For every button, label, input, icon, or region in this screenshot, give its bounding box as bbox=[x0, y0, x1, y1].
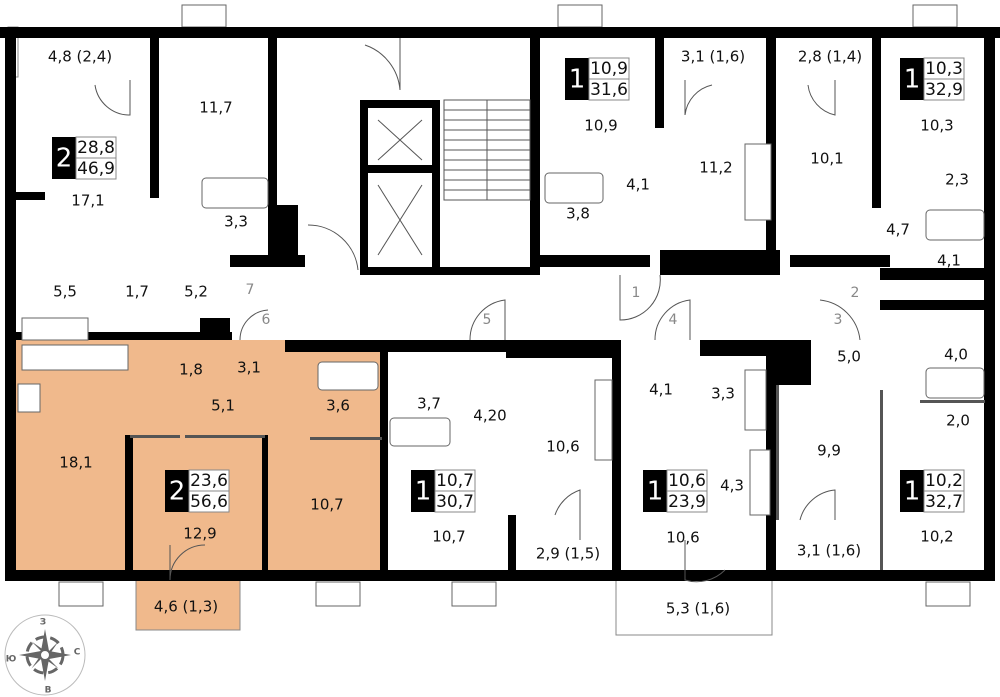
apartment-badge[interactable]: 1 10,3 32,9 bbox=[900, 57, 965, 101]
compass-icon: З С Ю В bbox=[4, 614, 86, 696]
apartment-badge[interactable]: 1 10,2 32,7 bbox=[900, 469, 965, 513]
apartment-badge[interactable]: 1 10,7 30,7 bbox=[411, 469, 476, 513]
room-area: 10,6 bbox=[666, 529, 699, 547]
room-area: 3,3 bbox=[711, 385, 735, 403]
room-area: 11,2 bbox=[699, 159, 732, 177]
door-number: 2 bbox=[851, 285, 860, 301]
apartment-rooms: 1 bbox=[569, 65, 586, 95]
room-area: 3,1 (1,6) bbox=[681, 48, 745, 66]
apartment-total-area: 23,9 bbox=[668, 492, 706, 512]
walls bbox=[0, 27, 1000, 581]
room-area: 3,3 bbox=[224, 213, 248, 231]
room-area: 1,8 bbox=[179, 361, 203, 379]
fixtures bbox=[17, 143, 985, 516]
apartment-badge[interactable]: 2 23,6 56,6 bbox=[165, 469, 230, 513]
apartment-living-area: 10,6 bbox=[668, 471, 706, 491]
apartment-living-area: 23,6 bbox=[190, 471, 228, 491]
room-area: 11,7 bbox=[199, 99, 232, 117]
apartment-total-area: 31,6 bbox=[590, 80, 628, 100]
apartment-rooms: 2 bbox=[169, 477, 186, 507]
apartment-total-area: 46,9 bbox=[77, 159, 115, 179]
room-area: 2,3 bbox=[945, 171, 969, 189]
stairs bbox=[377, 99, 531, 256]
room-area: 10,7 bbox=[432, 528, 465, 546]
apartment-living-area: 10,7 bbox=[436, 471, 474, 491]
room-areas: 4,8 (2,4) 11,7 17,1 3,3 5,5 1,7 5,2 18,1… bbox=[48, 48, 970, 618]
door-number: 6 bbox=[262, 312, 271, 328]
room-area: 10,9 bbox=[584, 117, 617, 135]
room-area: 3,1 bbox=[237, 359, 261, 377]
room-area: 5,2 bbox=[184, 283, 208, 301]
apartment-total-area: 30,7 bbox=[436, 492, 474, 512]
apartment-living-area: 10,3 bbox=[925, 59, 963, 79]
compass-east: В bbox=[45, 686, 52, 696]
door-number: 5 bbox=[483, 312, 492, 328]
door-number: 7 bbox=[246, 282, 255, 298]
room-area: 4,20 bbox=[473, 407, 506, 425]
apartment-living-area: 10,2 bbox=[925, 471, 963, 491]
door-number: 3 bbox=[834, 312, 843, 328]
door-numbers: 1 2 3 4 5 6 7 bbox=[246, 282, 860, 328]
room-area: 10,3 bbox=[920, 117, 953, 135]
room-area: 3,1 (1,6) bbox=[797, 542, 861, 560]
apartment-rooms: 1 bbox=[904, 65, 921, 95]
apartment-living-area: 10,9 bbox=[590, 59, 628, 79]
apartment-total-area: 32,9 bbox=[925, 80, 963, 100]
room-area: 4,0 bbox=[944, 346, 968, 364]
room-area: 5,1 bbox=[211, 397, 235, 415]
apartment-rooms: 2 bbox=[56, 144, 73, 174]
room-area: 17,1 bbox=[71, 192, 104, 210]
compass-west: З bbox=[40, 618, 46, 628]
room-area: 3,7 bbox=[417, 395, 441, 413]
room-area: 10,6 bbox=[546, 438, 579, 456]
door-number: 4 bbox=[669, 312, 678, 328]
compass-north: С bbox=[74, 648, 81, 658]
apartment-rooms: 1 bbox=[647, 477, 664, 507]
door-number: 1 bbox=[632, 285, 641, 301]
room-area: 2,9 (1,5) bbox=[536, 545, 600, 563]
room-area: 4,8 (2,4) bbox=[48, 48, 112, 66]
compass-south: Ю bbox=[6, 655, 17, 665]
room-area: 10,1 bbox=[810, 150, 843, 168]
room-area: 4,1 bbox=[937, 252, 961, 270]
apartment-rooms: 1 bbox=[904, 477, 921, 507]
doors bbox=[94, 38, 861, 583]
apartment-living-area: 28,8 bbox=[77, 138, 115, 158]
apartment-total-area: 56,6 bbox=[190, 492, 228, 512]
windows bbox=[7, 4, 971, 636]
room-area: 2,0 bbox=[946, 412, 970, 430]
room-area: 3,8 bbox=[566, 205, 590, 223]
room-area: 12,9 bbox=[183, 525, 216, 543]
apartment-rooms: 1 bbox=[415, 477, 432, 507]
room-area: 5,3 (1,6) bbox=[666, 600, 730, 618]
room-area: 4,6 (1,3) bbox=[154, 598, 218, 616]
room-area: 4,3 bbox=[720, 477, 744, 495]
room-area: 1,7 bbox=[125, 283, 149, 301]
apartment-badge[interactable]: 1 10,9 31,6 bbox=[565, 57, 630, 101]
room-area: 2,8 (1,4) bbox=[798, 48, 862, 66]
apartment-badge[interactable]: 2 28,8 46,9 bbox=[52, 136, 117, 180]
room-area: 9,9 bbox=[817, 442, 841, 460]
room-area: 4,1 bbox=[649, 381, 673, 399]
room-area: 18,1 bbox=[59, 454, 92, 472]
room-area: 4,1 bbox=[626, 176, 650, 194]
room-area: 10,2 bbox=[920, 528, 953, 546]
room-area: 5,5 bbox=[53, 283, 77, 301]
apartment-badge[interactable]: 1 10,6 23,9 bbox=[643, 469, 708, 513]
apartment-total-area: 32,7 bbox=[925, 492, 963, 512]
room-area: 10,7 bbox=[310, 496, 343, 514]
room-area: 5,0 bbox=[837, 348, 861, 366]
room-area: 4,7 bbox=[886, 221, 910, 239]
room-area: 3,6 bbox=[326, 397, 350, 415]
